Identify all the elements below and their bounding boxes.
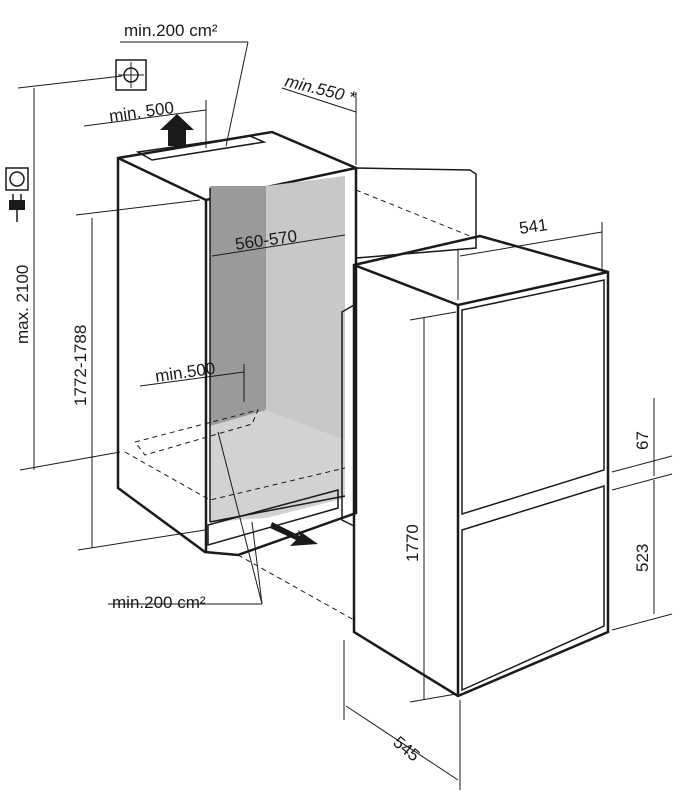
top-vent-slot	[135, 135, 267, 161]
floor-vent-area	[134, 409, 259, 456]
niche-dashed-floor	[124, 451, 346, 501]
top-clearance-label: min. 500	[108, 98, 175, 126]
vent-bottom-area-label: min.200 cm²	[112, 593, 206, 612]
niche-cabinet	[116, 114, 358, 557]
niche-height-label: 1772-1788	[71, 325, 90, 406]
bottom-vent-strip	[207, 489, 339, 546]
door-panel	[355, 167, 477, 259]
power-socket-icon	[5, 167, 29, 191]
vent-top-area-label: min.200 cm²	[124, 21, 218, 40]
bottom-airflow-arrow	[270, 522, 318, 546]
gap-height-label: 67	[633, 431, 652, 450]
dimension-lines	[17, 41, 673, 790]
appliance-width-label: 541	[518, 215, 549, 238]
power-plug-icon	[9, 194, 25, 222]
door-clearance-label: min.550 *	[283, 71, 359, 107]
appliance-top-edge	[353, 263, 609, 307]
appliance-side-trim	[341, 304, 355, 527]
appliance-body	[352, 234, 610, 698]
appliance	[341, 234, 610, 698]
freezer-depth-label: 545	[389, 733, 423, 766]
niche-outer-frame	[116, 130, 358, 557]
open-door-panel	[355, 167, 477, 259]
niche-side-wall	[210, 186, 266, 426]
upper-door	[461, 279, 605, 516]
lower-door-height-label: 523	[633, 544, 652, 572]
appliance-height-label: 1770	[403, 524, 422, 562]
top-airflow-arrow	[160, 114, 194, 146]
lower-door	[461, 484, 605, 692]
ventilation-symbol-icon	[115, 59, 147, 91]
niche-floor	[210, 410, 345, 522]
max-height-label: max. 2100	[13, 265, 32, 344]
